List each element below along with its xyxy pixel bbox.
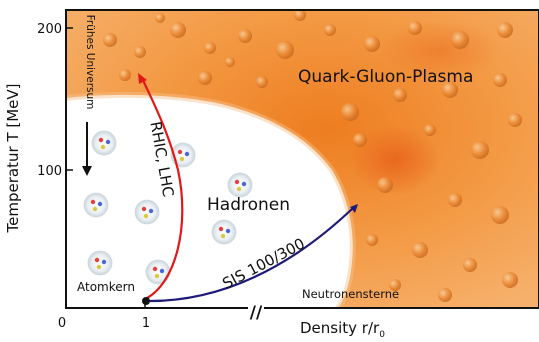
y-tick-label-100: 100: [37, 164, 62, 179]
plasma-bubble: [103, 33, 117, 47]
plasma-bubble: [353, 133, 367, 147]
plasma-bubble: [491, 206, 509, 224]
y-tick-label-200: 200: [37, 22, 62, 37]
quark: [96, 264, 102, 270]
nucleus-label: Atomkern: [77, 280, 135, 294]
plasma-bubble: [225, 57, 235, 67]
early-universe-arrowhead: [82, 166, 92, 176]
plasma-bubble: [493, 73, 507, 87]
plasma-bubble: [276, 41, 294, 59]
hadron: [87, 250, 113, 276]
hadron-region: [66, 94, 353, 308]
quark: [177, 149, 183, 155]
rhic-lhc-trajectory: [140, 77, 184, 299]
plasma-bubble: [442, 82, 458, 98]
nucleus-point: [142, 297, 150, 305]
quark: [94, 257, 100, 263]
early-universe-label: Frühes Universum: [84, 15, 96, 110]
quark: [105, 139, 111, 145]
plasma-bubble: [412, 242, 428, 258]
x-tick-label-0: 0: [58, 316, 66, 331]
plasma-bubble: [366, 234, 378, 246]
plot-frame: [65, 9, 539, 309]
qgp-region: [66, 10, 539, 308]
hadron: [83, 192, 109, 218]
quark: [143, 213, 149, 219]
rhic-lhc-arrowhead: [138, 73, 147, 84]
quark: [148, 208, 154, 214]
hadron: [170, 142, 196, 168]
plasma-bubble: [508, 113, 522, 127]
plasma-bubble: [497, 22, 513, 38]
hadron: [91, 130, 117, 156]
axis-break-gap: [248, 303, 264, 313]
plasma-bubble: [294, 10, 306, 21]
quark: [100, 144, 106, 150]
plasma-bubbles: [103, 10, 522, 302]
quark: [92, 206, 98, 212]
neutron-stars-label: Neutronensterne: [302, 287, 399, 301]
hadron-particles: [83, 130, 253, 285]
quark: [218, 226, 224, 232]
hadrons-label: Hadronen: [207, 195, 290, 215]
quark: [184, 151, 190, 157]
quark: [141, 206, 147, 212]
plasma-bubble: [324, 24, 336, 36]
quark: [154, 273, 160, 279]
quark: [220, 233, 226, 239]
quark: [241, 181, 247, 187]
quark: [152, 266, 158, 272]
plasma-bubble: [377, 177, 393, 193]
quark: [225, 228, 231, 234]
plasma-bubble: [341, 103, 359, 121]
sis-trajectory: [146, 207, 354, 303]
quark: [90, 199, 96, 205]
plasma-bubble: [155, 13, 165, 23]
plasma-bubble: [424, 124, 436, 136]
plasma-bubble: [502, 272, 518, 288]
plasma-bubble: [471, 141, 489, 159]
qgp-label: Quark-Gluon-Plasma: [298, 67, 473, 87]
hadron: [134, 199, 160, 225]
quark: [101, 259, 107, 265]
sis-arrowhead: [350, 204, 358, 213]
hadron: [211, 219, 237, 245]
plasma-bubble: [408, 21, 422, 35]
plasma-bubble: [389, 279, 401, 291]
hadron: [145, 259, 171, 285]
plasma-bubble: [451, 31, 469, 49]
quark: [179, 156, 185, 162]
plasma-bubble: [448, 193, 462, 207]
plasma-bubble: [134, 46, 146, 58]
hadron: [227, 172, 253, 198]
quark: [159, 268, 165, 274]
x-axis-label: Density r/r0: [300, 319, 385, 340]
quark: [98, 137, 104, 143]
plasma-bubble: [119, 69, 131, 81]
plasma-bubble: [170, 22, 186, 38]
quark: [97, 201, 103, 207]
plasma-bubble: [438, 288, 452, 302]
quark: [236, 186, 242, 192]
x-tick-label-1: 1: [142, 316, 150, 331]
plasma-bubble: [204, 42, 216, 54]
plasma-bubble: [364, 36, 380, 52]
quark: [234, 179, 240, 185]
plasma-bubble: [198, 71, 212, 85]
plasma-bubble: [463, 258, 477, 272]
plasma-bubble: [393, 88, 407, 102]
y-axis-label: Temperatur T [MeV]: [4, 84, 22, 234]
axis-break-mark: //: [250, 303, 263, 323]
plasma-bubble: [256, 76, 268, 88]
plasma-bubble: [238, 29, 252, 43]
